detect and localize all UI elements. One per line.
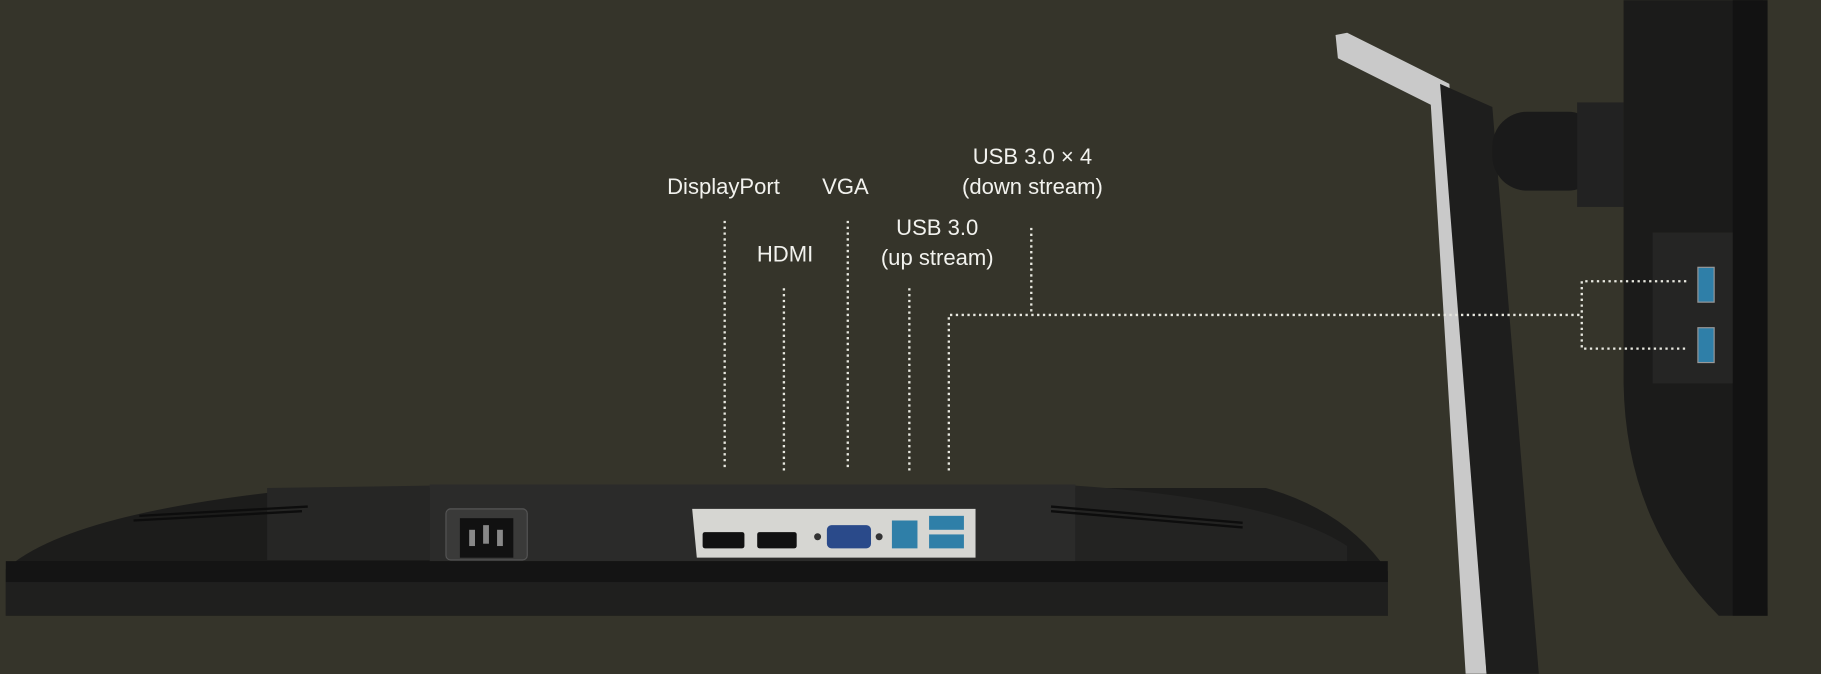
displayport-port	[702, 532, 745, 549]
vga-port	[826, 525, 872, 549]
usb-side-port	[1697, 327, 1715, 364]
label-usb-down-line1: USB 3.0 × 4	[973, 144, 1093, 169]
label-displayport: DisplayPort	[667, 174, 780, 199]
usb-down-port	[929, 515, 964, 530]
label-usb-up-line1: USB 3.0	[896, 215, 978, 240]
monitor-bottom-view	[5, 484, 1388, 616]
usb-down-port	[929, 534, 964, 549]
monitor-side-view	[1335, 0, 1768, 674]
vent-left	[133, 505, 308, 522]
usb-up-port	[891, 520, 918, 549]
vent-right	[1050, 505, 1243, 529]
label-usb-up-line2: (up stream)	[881, 245, 994, 270]
label-usb-down-line2: (down stream)	[962, 174, 1103, 199]
label-vga: VGA	[822, 174, 869, 199]
leader-lines	[723, 220, 1687, 471]
io-panel	[692, 508, 976, 558]
label-hdmi: HDMI	[757, 242, 813, 267]
hdmi-port	[757, 532, 797, 549]
power-socket	[445, 508, 528, 561]
usb-side-port	[1697, 266, 1715, 303]
